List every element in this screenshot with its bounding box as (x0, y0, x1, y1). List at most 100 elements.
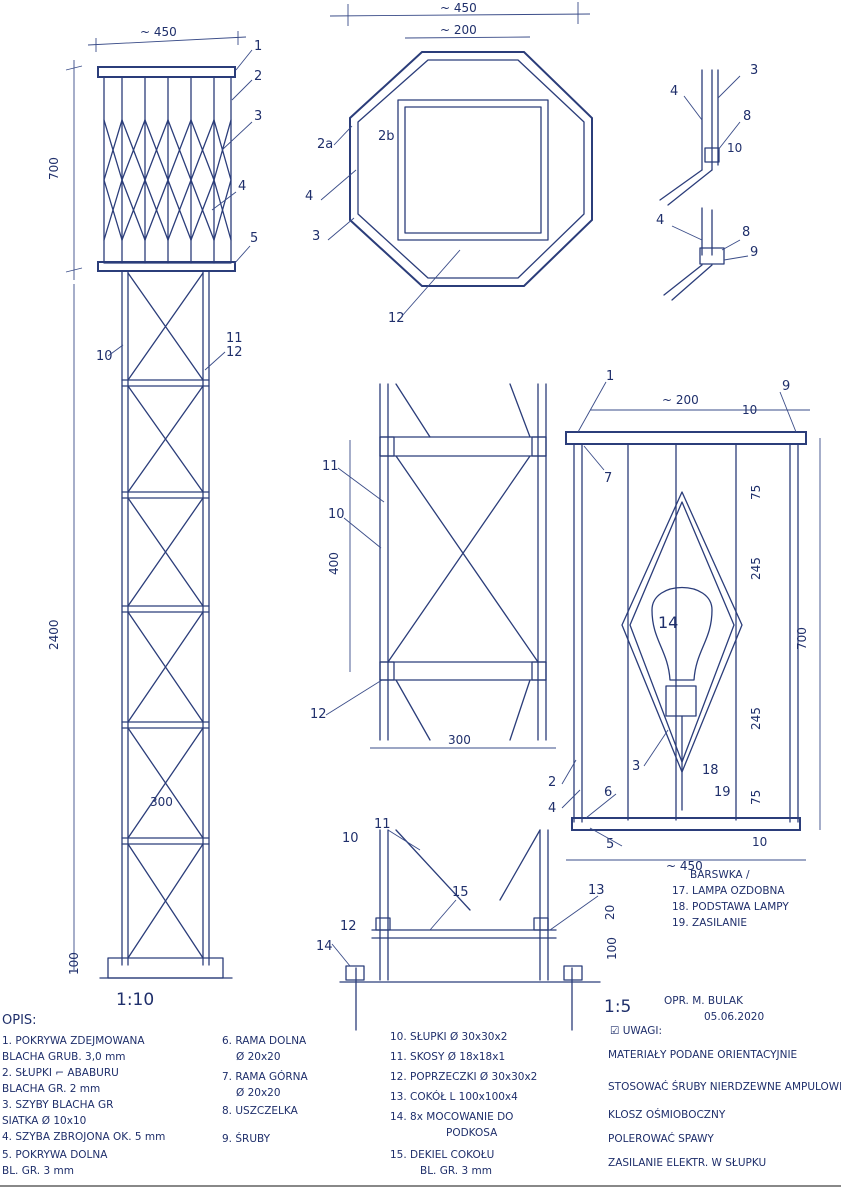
dim-small-10b: 10 (742, 403, 757, 417)
legend-col3-line: 12. POPRZECZKI Ø 30x30x2 (390, 1071, 537, 1083)
legend-notes-title: ☑ UWAGI: (610, 1025, 662, 1037)
dim-lamp-width-top: ~ 200 (662, 393, 699, 407)
legend-col2-line: 9. ŚRUBY (222, 1132, 271, 1145)
callout-12-plan: 12 (388, 311, 405, 326)
callout-10-base: 10 (342, 831, 359, 846)
legend-col1-line: 1. POKRYWA ZDEJMOWANA (2, 1035, 145, 1047)
legend-col3-line: 10. SŁUPKI Ø 30x30x2 (390, 1031, 507, 1043)
lantern-plan-view: ~ 450 ~ 200 2a 2b 4 3 12 (305, 1, 593, 326)
callout-8-detail-b: 8 (742, 225, 750, 240)
callout-10-section: 10 (328, 507, 345, 522)
callout-6-lamp: 6 (604, 785, 612, 800)
legend-col1-line: BL. GR. 3 mm (2, 1165, 74, 1177)
dim-seg-mid1: 245 (749, 557, 763, 580)
dim-base-20: 20 (603, 905, 617, 920)
legend-col1-line: BLACHA GRUB. 3,0 mm (2, 1051, 126, 1063)
legend-col1-line: SIATKA Ø 10x10 (2, 1115, 86, 1127)
callout-4-lamp: 4 (548, 801, 556, 816)
legend-note: MATERIAŁY PODANE ORIENTACYJNIE (608, 1049, 797, 1061)
legend-col3-line: 13. COKÓŁ L 100x100x4 (390, 1090, 518, 1103)
callout-4-plan: 4 (305, 189, 313, 204)
legend-col2-line: Ø 20x20 (236, 1087, 281, 1099)
callout-3: 3 (254, 109, 262, 124)
legend-col1-line: 5. POKRYWA DOLNA (2, 1149, 108, 1161)
callout-2-lamp: 2 (548, 775, 556, 790)
dim-small-10a: 10 (727, 141, 742, 155)
callout-13-base: 13 (588, 883, 605, 898)
callout-14-base: 14 (316, 939, 333, 954)
street-lamp-elevation: ~ 450 700 (47, 25, 262, 1010)
pole-section-detail: 400 300 11 10 12 (310, 383, 556, 749)
callout-11: 11 (226, 331, 243, 346)
callout-9-detail: 9 (750, 245, 758, 260)
callout-5: 5 (250, 231, 258, 246)
legend-col2-line: 8. USZCZELKA (222, 1105, 299, 1117)
legend-col3-line: BL. GR. 3 mm (420, 1165, 492, 1177)
dim-base-100-left: 100 (67, 952, 81, 975)
legend-col1-line: BLACHA GR. 2 mm (2, 1083, 100, 1095)
legend-col3-line: 11. SKOSY Ø 18x18x1 (390, 1051, 505, 1063)
dim-base-100-right: 100 (605, 937, 619, 960)
dim-seg-mid2: 245 (749, 707, 763, 730)
legend-col2-line: Ø 20x20 (236, 1051, 281, 1063)
legend-col1-line: 2. SŁUPKI ⌐ ABABURU (2, 1067, 119, 1079)
lamp-item-18: 18. PODSTAWA LAMPY (672, 901, 789, 913)
dim-lamp-total-height: 700 (795, 627, 809, 650)
callout-2: 2 (254, 69, 262, 84)
lamp-item-17: 17. LAMPA OZDOBNA (672, 885, 785, 897)
dim-section-width: 300 (448, 733, 471, 747)
callout-19-lamp: 19 (714, 785, 731, 800)
author-name: OPR. M. BULAK (664, 995, 744, 1007)
lantern-section-detail: ~ 200 ~ 450 700 75 245 245 75 10 10 1 9 … (548, 369, 821, 873)
callout-7-lamp: 7 (604, 471, 612, 486)
dim-seg-top: 75 (749, 485, 763, 500)
callout-4: 4 (238, 179, 246, 194)
callout-14-lamp: 14 (658, 613, 678, 632)
dim-pole-width: 300 (150, 795, 173, 809)
callout-2b: 2b (378, 129, 395, 144)
legend-col2-line: 6. RAMA DOLNA (222, 1035, 307, 1047)
dim-plan-outer: ~ 450 (440, 1, 477, 15)
dim-small-10c: 10 (752, 835, 767, 849)
dim-lamp-width-bottom: ~ 450 (666, 859, 703, 873)
legend-col1-line: 3. SZYBY BLACHA GR (2, 1099, 113, 1111)
callout-12-base: 12 (340, 919, 357, 934)
callout-18-lamp: 18 (702, 763, 719, 778)
legend-col2-line: 7. RAMA GÓRNA (222, 1070, 309, 1083)
scale-label-detail: 1:5 (604, 997, 631, 1017)
callout-9-lamp: 9 (782, 379, 790, 394)
callout-3-lamp: 3 (632, 759, 640, 774)
callout-10: 10 (96, 349, 113, 364)
dim-seg-bottom: 75 (749, 790, 763, 805)
legend-note: KLOSZ OŚMIOBOCZNY (608, 1108, 726, 1121)
legend-col3-line: PODKOSA (446, 1127, 498, 1139)
dim-lamp-height: 700 (47, 157, 61, 180)
callout-3-plan: 3 (312, 229, 320, 244)
legend-note: ZASILANIE ELEKTR. W SŁUPKU (608, 1157, 766, 1169)
callout-15-base: 15 (452, 885, 469, 900)
callout-5-lamp: 5 (606, 837, 614, 852)
legend-col3-line: 14. 8x MOCOWANIE DO (390, 1111, 513, 1123)
scale-label-main: 1:10 (116, 990, 154, 1010)
base-section-detail: 11 10 12 15 13 14 20 100 (316, 817, 619, 1031)
callout-12-section: 12 (310, 707, 327, 722)
callout-1-lamp: 1 (606, 369, 614, 384)
callout-11-section: 11 (322, 459, 339, 474)
callout-4-detail-b: 4 (656, 213, 664, 228)
callout-1: 1 (254, 39, 262, 54)
legend-note: POLEROWAĆ SPAWY (608, 1132, 714, 1145)
lamp-items-list: BARSWKA / 17. LAMPA OZDOBNA 18. PODSTAWA… (672, 869, 789, 929)
callout-12: 12 (226, 345, 243, 360)
callout-11-base: 11 (374, 817, 391, 832)
author-date: 05.06.2020 (704, 1011, 764, 1023)
dim-pole-height: 2400 (47, 619, 61, 650)
dim-section-height: 400 (327, 552, 341, 575)
callout-2a: 2a (317, 137, 333, 152)
callout-8-detail: 8 (743, 109, 751, 124)
legend-col1-line: 4. SZYBA ZBROJONA OK. 5 mm (2, 1131, 165, 1143)
callout-3-detail: 3 (750, 63, 758, 78)
legend-note: STOSOWAĆ ŚRUBY NIERDZEWNE AMPULOWE (608, 1080, 841, 1093)
parts-legend: OPIS: 1. POKRYWA ZDEJMOWANA BLACHA GRUB.… (2, 1013, 841, 1177)
corner-detail: 3 4 8 4 8 9 10 (656, 63, 758, 301)
